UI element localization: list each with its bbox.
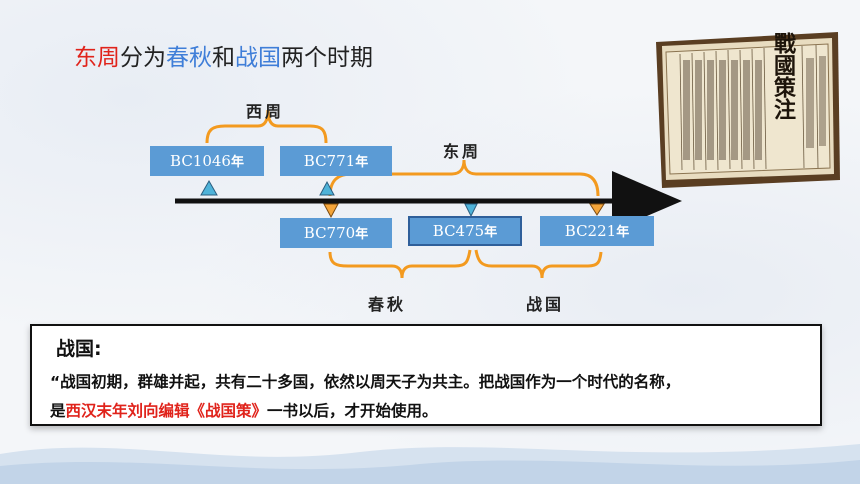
label-west-zhou: 西周 — [246, 102, 285, 121]
marker-bc221 — [589, 203, 605, 216]
year-suffix: 年 — [616, 225, 630, 240]
info-line-2-prefix: 是 — [50, 402, 66, 420]
marker-bc770 — [323, 203, 339, 219]
info-line-2-suffix: 一书以后，才开始使用。 — [267, 402, 438, 420]
year-box-bc771: BC771年 — [280, 146, 392, 176]
year-suffix: 年 — [355, 227, 369, 242]
timeline-diagram — [175, 109, 682, 279]
label-zhanguo: 战国 — [526, 295, 565, 314]
info-highlight: 西汉末年刘向编辑《战国策》 — [65, 402, 268, 420]
year-box-bc221: BC221年 — [540, 216, 654, 246]
year-text: BC221 — [564, 222, 617, 240]
year-text: BC1046 — [170, 152, 231, 170]
label-east-zhou: 东周 — [443, 142, 482, 161]
label-chunqiu: 春秋 — [368, 295, 407, 314]
title-chunqiu: 春秋 — [166, 45, 212, 71]
info-heading: 战国: — [56, 338, 102, 360]
zhanguoce-book-image: 戰國策注 — [656, 32, 840, 188]
year-suffix: 年 — [355, 155, 369, 170]
info-line-2: 是西汉末年刘向编辑《战国策》一书以后，才开始使用。 — [50, 397, 812, 426]
marker-bc1046 — [200, 179, 218, 196]
year-text: BC771 — [303, 152, 356, 170]
marker-bc475 — [464, 203, 478, 218]
year-suffix: 年 — [484, 225, 498, 240]
year-box-bc475: BC475年 — [408, 216, 522, 246]
bracket-chunqiu — [328, 249, 472, 279]
bracket-zhanguo — [474, 249, 603, 279]
info-body: “战国初期，群雄并起，共有二十多国，依然以周天子为共主。把战国作为一个时代的名称… — [50, 368, 812, 426]
year-text: BC770 — [303, 224, 356, 242]
year-text: BC475 — [432, 222, 485, 240]
title-east-zhou: 东周 — [74, 45, 120, 71]
year-box-bc1046: BC1046年 — [150, 146, 264, 176]
year-box-bc770: BC770年 — [280, 218, 392, 248]
bottom-wave-decoration — [0, 444, 860, 484]
info-line-1: “战国初期，群雄并起，共有二十多国，依然以周天子为共主。把战国作为一个时代的名称… — [50, 373, 681, 391]
title-text: 和 — [212, 45, 235, 71]
info-box: 战国: “战国初期，群雄并起，共有二十多国，依然以周天子为共主。把战国作为一个时… — [30, 324, 822, 426]
year-suffix: 年 — [230, 155, 244, 170]
page-title: 东周分为春秋和战国两个时期 — [74, 38, 373, 72]
title-text: 分为 — [120, 45, 166, 71]
title-text: 两个时期 — [281, 45, 373, 71]
marker-bc771 — [319, 180, 335, 196]
book-title-lettering: 戰國策注 — [770, 32, 796, 121]
bracket-west-zhou — [205, 109, 328, 144]
title-zhanguo: 战国 — [235, 45, 281, 71]
